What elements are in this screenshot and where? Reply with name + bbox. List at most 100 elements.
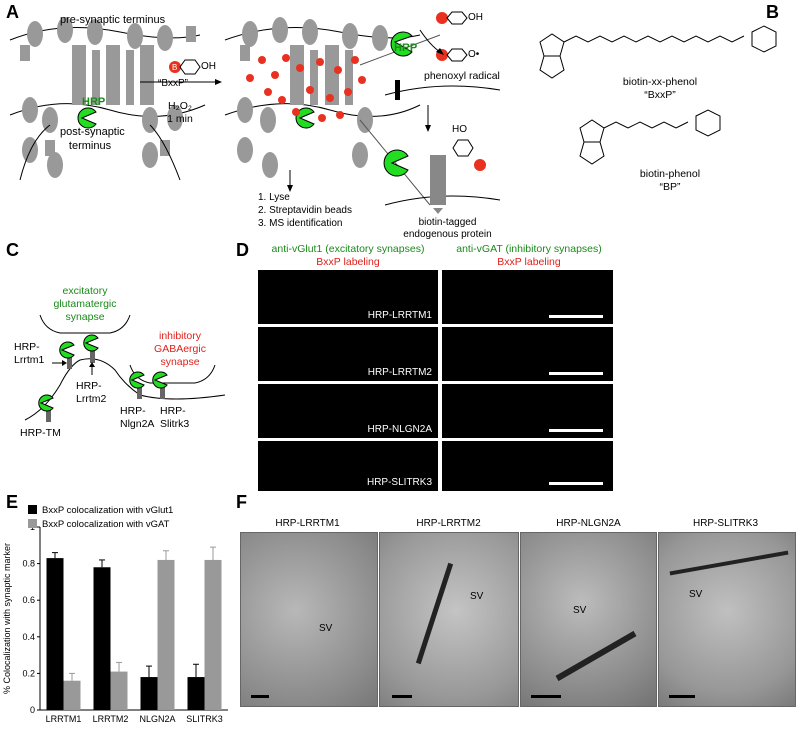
step-3: 3. MS identification <box>258 218 343 229</box>
step-2: 2. Streptavidin beads <box>258 205 352 216</box>
x-tick-label: SLITRK3 <box>186 714 223 724</box>
synapse-schematic-diagram <box>9 11 501 214</box>
micrograph-lrrtm1-vglut1: HRP-LRRTM1 <box>258 270 438 324</box>
lrrtm2-label-2: Lrrtm2 <box>76 393 107 405</box>
colocalization-bar-chart: 00.20.40.60.81% Colocalization with syna… <box>2 505 228 724</box>
o-radical-label: O• <box>468 49 480 60</box>
legend-label: BxxP colocalization with vGlut1 <box>42 505 173 516</box>
panel-a-schematic: pre-synaptic terminus post-synaptic term… <box>0 0 520 240</box>
hrp-enzyme-icon-inset <box>390 31 413 57</box>
biotin-label-dots <box>246 54 366 122</box>
bar <box>46 558 64 710</box>
hrp-icon-tm <box>38 394 54 412</box>
sv-label: SV <box>319 623 333 634</box>
excitatory-label-1: excitatory <box>62 285 108 297</box>
em-title-nlgn2a: HRP-NLGN2A <box>556 518 621 529</box>
panel-b-structures: biotin-xx-phenol “BxxP” biotin-phenol “B… <box>520 20 800 220</box>
inhibitory-label-1: inhibitory <box>158 330 202 342</box>
x-tick-label: LRRTM2 <box>93 714 129 724</box>
postsynaptic-membrane-right <box>224 103 421 117</box>
bp-structure <box>579 109 721 165</box>
col2-title: anti-vGAT (inhibitory synapses) <box>456 243 602 255</box>
y-tick-label: 0.4 <box>22 632 35 642</box>
hrp-enzyme-icon-right <box>295 107 315 129</box>
phenol-ring-reagent <box>179 59 201 75</box>
biotin-tagged-label-2: endogenous protein <box>403 229 492 240</box>
row-label-lrrtm1: HRP-LRRTM1 <box>367 310 432 321</box>
bxxp-name: biotin-xx-phenol <box>622 76 698 88</box>
panel-letter-b: B <box>766 2 779 22</box>
legend-label: BxxP colocalization with vGAT <box>42 519 170 530</box>
scale-bar <box>549 482 603 485</box>
synaptic-density <box>555 630 637 682</box>
panel-letter-f: F <box>236 492 247 512</box>
bar <box>110 671 128 710</box>
hrp-enzyme-icon-left <box>77 107 97 129</box>
hrp-icon-slitrk3 <box>152 371 168 389</box>
excitatory-label-3: synapse <box>65 311 105 323</box>
inhibitory-label-2: GABAergic <box>154 343 206 355</box>
sv-label: SV <box>573 605 587 616</box>
y-tick-label: 0.6 <box>22 595 35 605</box>
em-scale-bar <box>531 695 561 698</box>
bp-short: “BP” <box>659 181 681 193</box>
em-image-slitrk3: SV <box>658 532 796 707</box>
time-label: 1 min <box>167 113 193 125</box>
em-image-lrrtm2: SV <box>379 532 519 707</box>
em-title-lrrtm2: HRP-LRRTM2 <box>416 518 481 529</box>
x-tick-label: NLGN2A <box>139 714 175 724</box>
em-scale-bar <box>251 695 269 698</box>
micrograph-slitrk3-vglut1: HRP-SLITRK3 <box>258 441 438 491</box>
legend-swatch <box>28 519 37 528</box>
col2-sub: BxxP labeling <box>497 256 561 268</box>
bar <box>63 680 81 710</box>
em-image-nlgn2a: SV <box>520 532 657 707</box>
panel-letter-e: E <box>6 492 19 512</box>
scale-bar <box>549 429 603 432</box>
y-axis-label: % Colocalization with synaptic marker <box>2 543 12 694</box>
sv-label: SV <box>689 589 703 600</box>
slitrk3-label-2: Slitrk3 <box>160 418 190 430</box>
bxxp-short: “BxxP” <box>644 89 676 101</box>
micrograph-slitrk3-vgat <box>442 441 613 491</box>
bar <box>204 559 222 710</box>
oh-label-inset: OH <box>468 12 483 23</box>
presynaptic-label: pre-synaptic terminus <box>60 14 166 26</box>
biotin-tagged-label-1: biotin-tagged <box>418 217 477 228</box>
postsynaptic-label-2: terminus <box>68 140 112 152</box>
hrp-icon-lrrtm2 <box>83 334 99 352</box>
lrrtm1-label-1: HRP- <box>14 341 40 353</box>
scale-bar <box>549 372 603 375</box>
x-tick-label: LRRTM1 <box>46 714 82 724</box>
bar <box>157 559 175 710</box>
reagent-name-label: “BxxP” <box>158 78 188 89</box>
slitrk3-label-1: HRP- <box>160 405 186 417</box>
panel-letter-d: D <box>236 240 249 260</box>
micrograph-nlgn2a-vglut1: HRP-NLGN2A <box>258 384 438 438</box>
em-title-slitrk3: HRP-SLITRK3 <box>692 518 758 529</box>
micrograph-lrrtm2-vglut1: HRP-LRRTM2 <box>258 327 438 381</box>
legend-swatch <box>28 505 37 514</box>
oh-label-reagent: OH <box>201 61 216 72</box>
tm-label: HRP-TM <box>20 427 61 439</box>
bxxp-structure <box>539 25 777 79</box>
y-tick-label: 0.8 <box>22 559 35 569</box>
hrp-label-inset: HRP <box>394 42 418 54</box>
synaptic-density <box>415 562 454 665</box>
ho-label: HO <box>452 124 467 135</box>
inhibitory-label-3: synapse <box>160 356 200 368</box>
excitatory-label-2: glutamatergic <box>53 298 117 310</box>
membrane-proteins-left <box>20 17 196 178</box>
phenoxyl-radical-label: phenoxyl radical <box>424 70 500 82</box>
nlgn2a-label-1: HRP- <box>120 405 146 417</box>
col1-title: anti-vGlut1 (excitatory synapses) <box>271 243 425 255</box>
em-scale-bar <box>669 695 695 698</box>
em-image-lrrtm1: SV <box>240 532 378 707</box>
panel-letter-a: A <box>6 2 19 22</box>
row-label-slitrk3: HRP-SLITRK3 <box>366 477 432 488</box>
lrrtm1-label-2: Lrrtm1 <box>14 354 45 366</box>
row-label-nlgn2a: HRP-NLGN2A <box>367 424 432 435</box>
bar <box>187 677 205 710</box>
hrp-icon-lrrtm1 <box>59 341 75 359</box>
chemical-structures <box>539 25 777 165</box>
